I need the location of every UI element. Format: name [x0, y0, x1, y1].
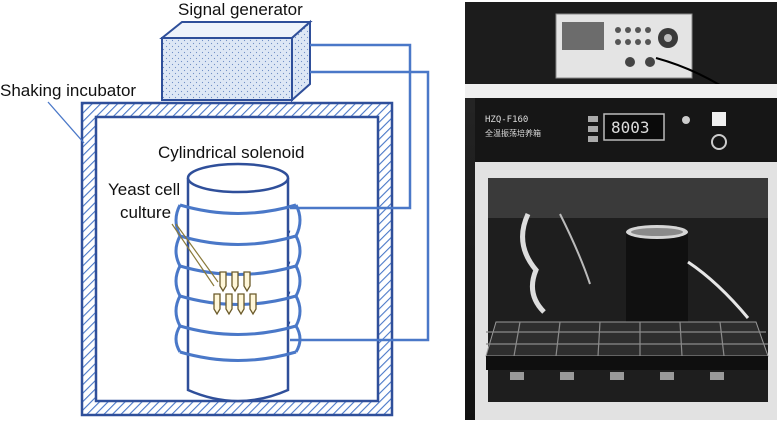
incubator-photo: HZQ-F160 全温振荡培养箱 8003 [465, 2, 777, 420]
signal-generator-device [555, 13, 741, 99]
connection-wires [290, 43, 430, 342]
coil-turn [179, 203, 297, 215]
photo-solenoid [626, 225, 750, 336]
shaking-incubator-pointer [47, 101, 85, 144]
culture-tube [243, 271, 251, 293]
signal-generator-label: Signal generator [178, 0, 303, 19]
yeast-culture-tubes [213, 271, 257, 316]
culture-tube [237, 293, 245, 316]
yeast-culture-label-line1: Yeast cell [108, 180, 180, 199]
cylindrical-solenoid-label: Cylindrical solenoid [158, 143, 304, 162]
incubator-control-panel: HZQ-F160 全温振荡培养箱 8003 [475, 98, 777, 162]
incubator-chamber [475, 162, 777, 420]
culture-tube [225, 293, 233, 316]
signal-generator [159, 19, 313, 103]
device-name-text: 全温振荡培养箱 [485, 128, 541, 138]
coil-turn [179, 234, 297, 246]
culture-tube [219, 271, 227, 293]
culture-tube [231, 271, 239, 293]
coil-turn [179, 324, 297, 336]
yeast-culture-pointer [171, 223, 219, 287]
device-model-text: HZQ-F160 [485, 115, 528, 125]
display-readout: 8003 [611, 118, 650, 137]
coil-turn [179, 350, 297, 362]
culture-tube [249, 293, 257, 316]
photo-shelf [485, 321, 769, 380]
shaking-incubator-label: Shaking incubator [0, 81, 136, 100]
cylindrical-solenoid [174, 162, 302, 403]
culture-tube [213, 293, 221, 316]
yeast-culture-label-line2: culture [120, 203, 171, 222]
